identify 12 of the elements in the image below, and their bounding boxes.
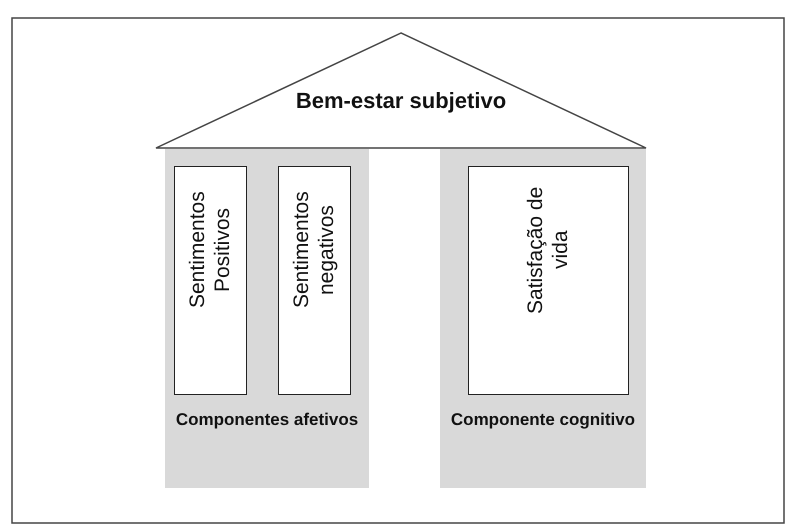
roof-title: Bem-estar subjetivo (294, 88, 508, 114)
pillar-panel (165, 149, 369, 488)
component-label: Sentimentos negativos (289, 190, 339, 310)
component-label: Sentimentos Positivos (185, 190, 235, 310)
roof-triangle (155, 32, 647, 149)
pillar-panel (440, 149, 646, 488)
component-box (468, 166, 629, 395)
component-box (174, 166, 247, 395)
pillar-label: Componente cognitivo (450, 409, 636, 431)
component-box (278, 166, 351, 395)
component-label: Satisfação de vida (523, 185, 573, 316)
pillar-label: Componentes afetivos (174, 409, 360, 431)
